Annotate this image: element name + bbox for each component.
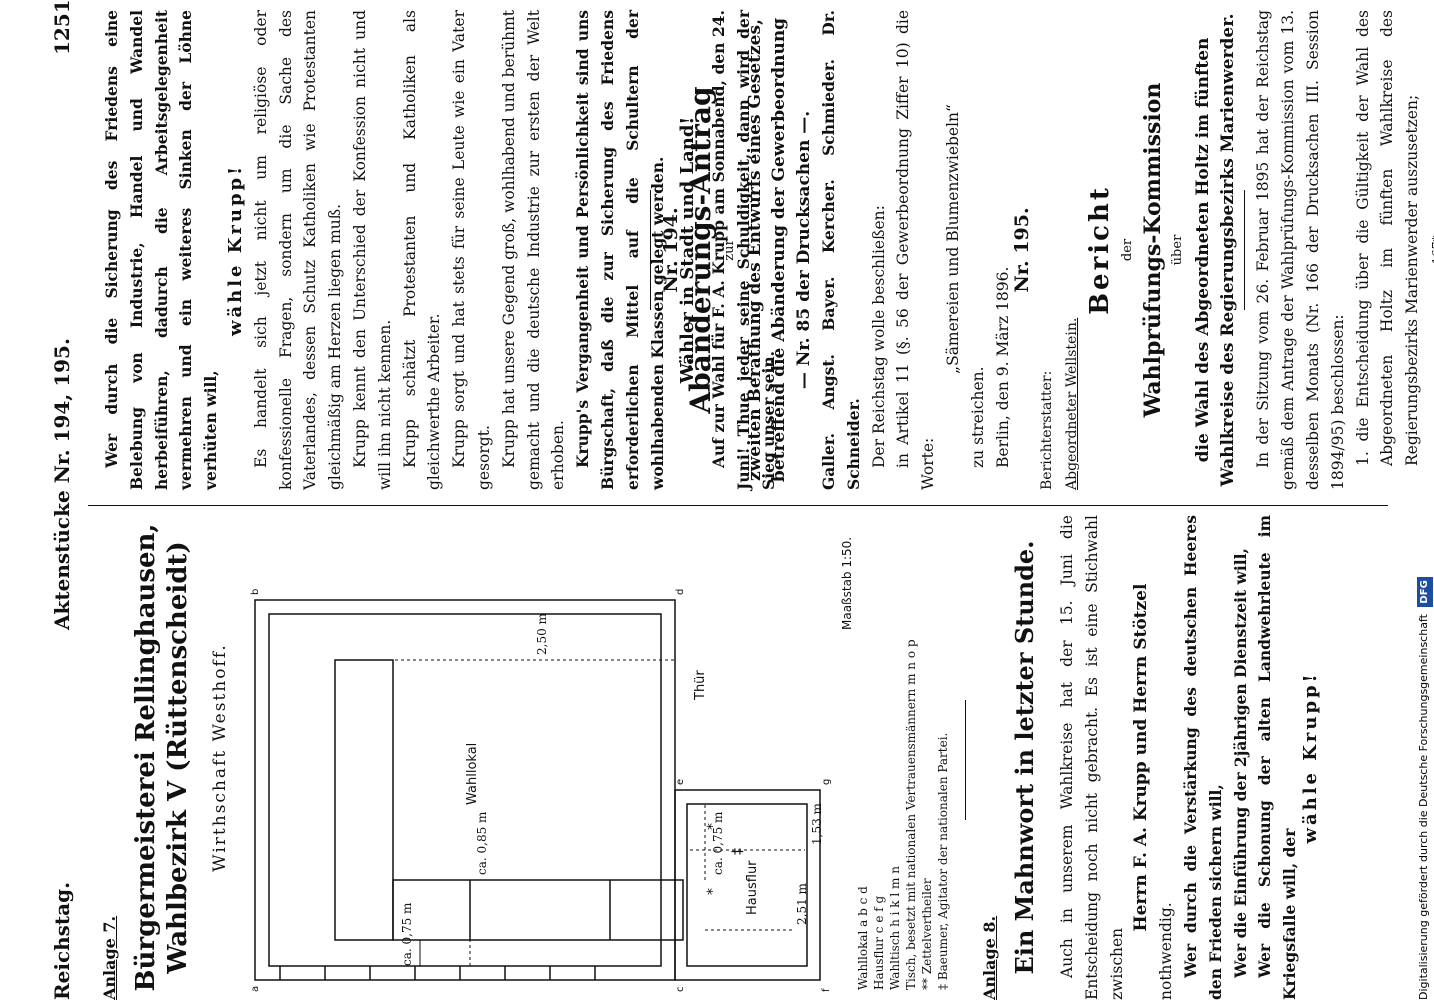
dim-6: 1,53 m [810, 803, 824, 845]
dim-5: 2,51 m [795, 883, 809, 925]
nr195-label: Nr. 195. [1011, 207, 1033, 293]
nr194-title: Abänderungs-Antrag [683, 86, 717, 414]
plan-legend: Wahllokal a b c d Hausflur c e f g Wahlt… [855, 520, 951, 990]
right-column: Nr. 194. Abänderungs-Antrag zur zweiten … [650, 10, 1015, 490]
floor-plan: Wahllokal Hausflur Thür Maaßstab 1:50. c… [235, 515, 854, 1000]
dfg-logo: DFG [1417, 577, 1433, 607]
bericht: Bericht [1085, 185, 1116, 315]
page-number: 1251 [50, 0, 74, 55]
a8-p2: Herrn F. A. Krupp und Herrn Stötzel [1131, 583, 1152, 932]
plan-letter-f: f [821, 988, 832, 992]
a8-call: wähle Krupp! [1300, 671, 1321, 844]
antrag-end: zu streichen. [968, 366, 987, 468]
m-p5: Krupp sorgt und hat stets für seine Leut… [450, 10, 493, 490]
left-column: Anlage 7. Bürgermeisterei Rellinghausen,… [100, 515, 1390, 1000]
m-p1: Wer durch die Sicherung des Friedens ein… [102, 10, 221, 490]
antrag-quote: „Sämereien und Blumenzwiebeln“ [943, 104, 962, 374]
plan-star-3: ‡ [730, 848, 746, 855]
plan-letter-c: c [675, 986, 686, 993]
nr194-label: Nr. 194. [660, 207, 682, 293]
m-p2: Es handelt sich jetzt nicht um religiöse… [251, 10, 345, 490]
floor-plan-svg [254, 599, 821, 981]
digitization-note-wrapper: Digitalisierung gefördert durch die Deut… [1416, 10, 1433, 1000]
nr194-zur: zur [721, 239, 737, 261]
plan-letter-d: d [675, 588, 686, 595]
m-p6: Krupp hat unsere Gegend groß, wohlhabend… [499, 10, 568, 490]
report-column: Nr. 195. Berichterstatter: Abgeordneter … [1010, 10, 1434, 490]
legend-item: Hausflur c e f g [872, 895, 886, 990]
plan-hall-label: Hausflur [745, 860, 760, 915]
plan-letter-a: a [250, 985, 261, 992]
plan-letter-g: g [821, 778, 832, 785]
a8-p4: Wer durch die Verstärkung des deutschen … [1180, 515, 1225, 1000]
nr194-sub: zweiten Berathung des Entwurfs eines Ges… [744, 17, 815, 483]
divider [965, 700, 966, 820]
legend-item: ** Zettelvertheiler [920, 878, 934, 990]
antrag-intro: Der Reichstag wolle beschließen: [869, 205, 888, 468]
anlage7-subtitle: Wirthschaft Westhoff. [210, 643, 230, 872]
header-left: Reichstag. [50, 881, 74, 1000]
plan-star-1: * [705, 888, 721, 895]
m-p4: Krupp schätzt Protestanten und Katholike… [400, 10, 444, 490]
plan-door-label: Thür [693, 670, 708, 700]
divider [1244, 190, 1246, 310]
anlage7-label: Anlage 7. [100, 915, 119, 1000]
dim-4: 2,50 m [535, 613, 549, 655]
plan-letter-e: e [675, 778, 686, 785]
dim-2: ca. 0,85 m [475, 811, 489, 875]
anlage8-title: Ein Mahnwort in letzter Stunde. [1010, 540, 1039, 975]
reporter-label: Berichterstatter: [1038, 370, 1055, 490]
item1: 1. die Entscheidung über die Gültigkeit … [1353, 10, 1422, 466]
p-sitzung: In der Sitzung vom 26. Februar 1895 hat … [1254, 10, 1347, 490]
legend-item: Wahllokal a b c d [856, 886, 870, 990]
header-center: Aktenstücke Nr. 194, 195. [50, 338, 74, 630]
rotated-page: Reichstag. Aktenstücke Nr. 194, 195. 125… [50, 0, 1434, 1000]
m-p3: Krupp kennt den Unterschied der Konfessi… [350, 10, 394, 490]
legend-item: ‡ Baeumer, Agitator der nationalen Parte… [936, 732, 950, 990]
column-divider-1 [88, 505, 1388, 506]
wahl-title: die Wahl des Abgeordneten Holtz im fünft… [1192, 13, 1238, 487]
a8-p5: Wer die Einführung der 2jährigen Dienstz… [1230, 548, 1250, 978]
plan-room-label: Wahllokal [465, 742, 480, 805]
m-call1: wähle Krupp! [224, 163, 246, 337]
der: der [1120, 238, 1136, 262]
a8-p3: nothwendig. [1157, 902, 1176, 1000]
ueber: über [1169, 234, 1185, 266]
legend-item: Wahltisch h i k l m n [888, 866, 902, 990]
dim-1: ca. 0,75 m [400, 902, 414, 966]
a8-p1: Auch in unserem Wahlkreise hat der 15. J… [1058, 515, 1126, 1000]
dim-3: ca. 0,75 m [711, 811, 725, 875]
digitization-sidebar: Digitalisierung gefördert durch die Deut… [1416, 10, 1433, 1000]
a8-p6: Wer die Schonung der alten Landwehrleute… [1255, 515, 1300, 1000]
anlage8-body: Auch in unserem Wahlkreise hat der 15. J… [1055, 515, 1303, 1000]
anlage7-title: Bürgermeisterei Rellinghausen, Wahlbezir… [131, 523, 193, 992]
reporter: Abgeordneter Wellstein. [1063, 317, 1080, 490]
digitization-note: Digitalisierung gefördert durch die Deut… [1417, 614, 1430, 1000]
plan-scale-label: Maaßstab 1:50. [840, 536, 854, 630]
anlage8-label: Anlage 8. [980, 915, 999, 1000]
plan-letter-b: b [250, 588, 261, 595]
plan-star-2: * [705, 823, 721, 830]
divider [650, 190, 651, 310]
signers: Galler. Angst. Bayer. Kercher. Schmieder… [818, 10, 863, 490]
legend-item: Tisch, besetzt mit nationalen Vertrauens… [904, 639, 918, 990]
antrag-body: in Artikel 11 (§. 56 der Gewerbeordnung … [894, 10, 938, 490]
kommission: Wahlprüfungs-Kommission [1140, 82, 1167, 418]
